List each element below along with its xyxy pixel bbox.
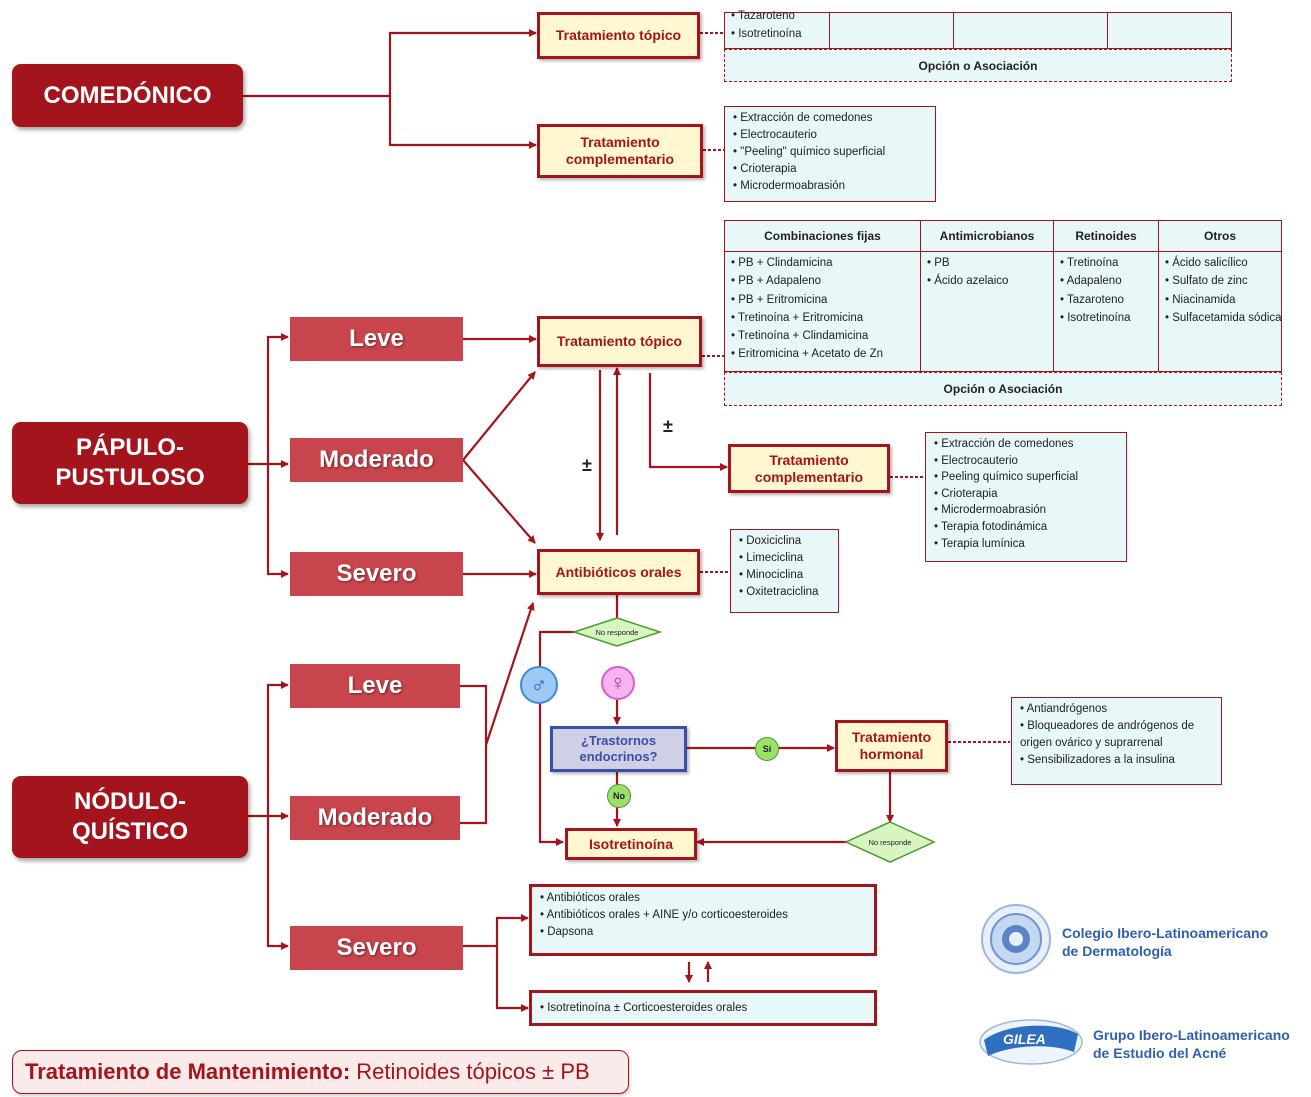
- no-responde-diamond-1: [571, 617, 663, 647]
- header-combinaciones: Combinaciones fijas: [725, 221, 920, 252]
- hormonal-list: AntiandrógenosBloqueadores de andrógenos…: [1011, 697, 1222, 785]
- tratamiento-topico-papulo: Tratamiento tópico: [537, 316, 702, 367]
- si-decision: Sí: [755, 737, 779, 761]
- female-icon: ♀: [601, 666, 635, 700]
- no-responde-label-2: No responde: [869, 838, 912, 847]
- cilad-seal-icon: [980, 903, 1052, 975]
- top-partial-table: • Tazaroteno • Isotretinoína: [724, 10, 1232, 49]
- severity-leve-nodulo: Leve: [290, 664, 460, 708]
- tratamiento-topico-comedonico: Tratamiento tópico: [537, 12, 700, 59]
- category-papulo-pustuloso: PÁPULO-PUSTULOSO: [12, 422, 248, 504]
- plus-minus-left: ±: [582, 455, 592, 475]
- option-label-table: Opción o Asociación: [724, 372, 1282, 406]
- antibioticos-orales: Antibióticos orales: [537, 549, 700, 595]
- header-otros: Otros: [1159, 221, 1281, 252]
- antibiotics-list: DoxiciclinaLimeciclina MinociclinaOxitet…: [730, 529, 839, 613]
- gilea-logo: [978, 1016, 1084, 1068]
- severo-nodular-box-1: Antibióticos oralesAntibióticos orales +…: [529, 884, 877, 956]
- no-responde-label-1: No responde: [596, 628, 639, 637]
- option-label-top: Opción o Asociación: [724, 49, 1232, 82]
- complementario-list-comedonico: Extracción de comedonesElectrocauterio"P…: [724, 106, 936, 202]
- top-table-item: • Isotretinoína: [731, 28, 802, 40]
- column-antimicrobianos: PBÁcido azelaico: [921, 254, 1055, 291]
- column-combinaciones: PB + ClindamicinaPB + Adapaleno PB + Eri…: [725, 254, 921, 364]
- no-decision: No: [607, 784, 631, 808]
- category-comedonico: COMEDÓNICO: [12, 64, 243, 127]
- header-antimicrobianos: Antimicrobianos: [921, 221, 1053, 252]
- isotretinoina-box: Isotretinoína: [565, 828, 697, 860]
- severo-nodular-box-2: Isotretinoína ± Corticoesteroides orales: [529, 990, 877, 1026]
- category-nodulo-quistico: NÓDULO-QUÍSTICO: [12, 776, 248, 858]
- plus-minus-right: ±: [663, 416, 673, 436]
- severity-moderado-papulo: Moderado: [290, 438, 463, 482]
- column-otros: Ácido salicílicoSulfato de zinc Niacinam…: [1159, 254, 1283, 327]
- severity-severo-nodulo: Severo: [290, 926, 463, 970]
- top-table-item: • Tazaroteno: [731, 10, 795, 22]
- gilea-logo-text: GILEA: [1003, 1031, 1046, 1047]
- male-icon: ♂: [520, 666, 558, 704]
- severity-moderado-nodulo: Moderado: [290, 796, 460, 840]
- column-retinoides: TretinoínaAdapaleno TazarotenoIsotretino…: [1054, 254, 1160, 327]
- severity-leve-papulo: Leve: [290, 317, 463, 361]
- maintenance-banner: Tratamiento de Mantenimiento: Retinoides…: [12, 1050, 629, 1094]
- header-retinoides: Retinoides: [1054, 221, 1158, 252]
- drug-table: Combinaciones fijas Antimicrobianos Reti…: [724, 220, 1282, 372]
- complementario-list-papulo: Extracción de comedonesElectrocauterioPe…: [925, 432, 1127, 562]
- no-responde-diamond-2: [844, 821, 936, 863]
- severity-severo-papulo: Severo: [290, 552, 463, 596]
